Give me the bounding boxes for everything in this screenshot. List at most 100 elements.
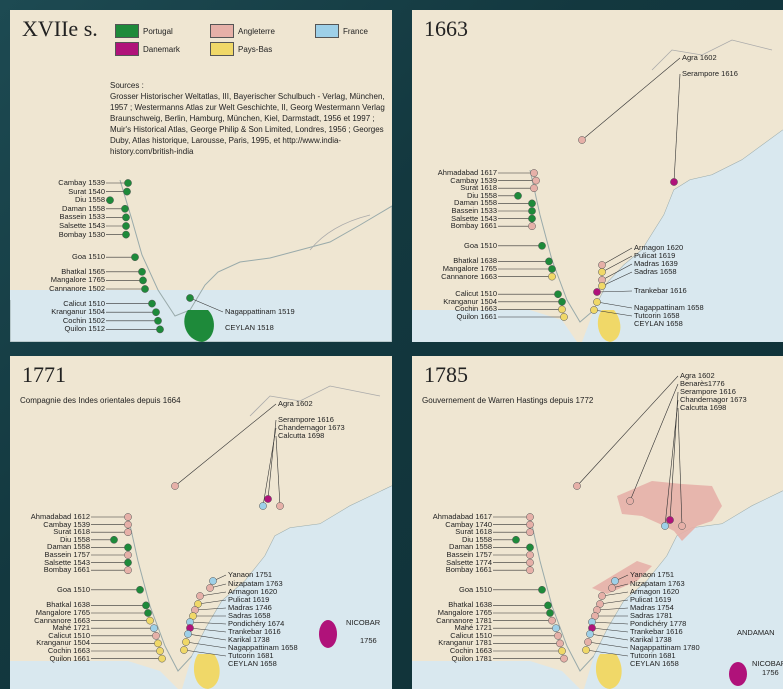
legend-label: Angleterre — [238, 26, 275, 36]
leader-line — [591, 627, 629, 633]
trading-post-marker — [144, 609, 152, 617]
trading-post-marker — [526, 520, 534, 529]
trading-post-marker — [146, 616, 154, 625]
place-label: Mahé 1721 — [454, 623, 492, 633]
map-panel-3-graphic — [10, 385, 392, 689]
leader-line — [183, 649, 227, 657]
trading-post-marker — [538, 585, 546, 594]
trading-post-marker — [512, 535, 520, 544]
place-label: Chandernagor 1673 — [680, 395, 747, 404]
place-label: Calicut 1510 — [455, 289, 497, 299]
leader-line — [664, 399, 679, 527]
place-label: Cochin 1663 — [454, 304, 497, 314]
nicobar-year: 1756 — [762, 668, 779, 677]
trading-post-marker — [670, 178, 678, 186]
place-label: Pulicat 1619 — [630, 595, 672, 604]
trading-post-marker — [152, 631, 160, 640]
place-label: Yanaon 1751 — [228, 570, 273, 579]
trading-post-marker — [526, 558, 534, 567]
trading-post-marker — [110, 535, 118, 544]
trading-post-marker — [122, 222, 130, 230]
place-label: Goa 1510 — [464, 240, 497, 250]
trading-post-marker — [526, 566, 534, 575]
trading-post-marker — [548, 616, 556, 625]
ceylan-shape — [184, 310, 214, 342]
trading-post-marker — [593, 298, 601, 306]
leader-line — [601, 591, 629, 597]
place-label: Ahmadabad 1617 — [432, 512, 492, 521]
trading-post-marker — [590, 306, 598, 314]
leader-line — [599, 599, 629, 605]
trading-post-marker — [558, 305, 566, 314]
legend-swatch — [210, 24, 234, 38]
trading-post-marker — [554, 631, 562, 640]
place-label: Cannanore 1663 — [34, 615, 90, 625]
trading-post-marker — [122, 213, 130, 222]
trading-post-marker — [678, 522, 686, 530]
place-label: Agra 1602 — [278, 399, 313, 408]
place-label: Quilon 1512 — [64, 324, 105, 334]
place-label: Bassein 1533 — [59, 212, 105, 222]
trading-post-marker — [528, 222, 536, 231]
sources: Sources : Grosser Historischer Weltatlas… — [110, 80, 392, 157]
trading-post-marker — [180, 646, 188, 654]
leader-line — [596, 290, 633, 293]
place-label: Sadras 1781 — [630, 611, 673, 620]
trading-post-marker — [124, 179, 132, 187]
place-label: Bassein 1757 — [44, 550, 90, 559]
leader-line — [262, 427, 277, 507]
place-label: Pondichéry 1778 — [630, 619, 687, 628]
trading-post-marker — [138, 267, 146, 276]
place-label: Calicut 1510 — [450, 630, 492, 640]
place-label: Madras 1746 — [228, 603, 272, 612]
place-label: Nizapatam 1763 — [630, 579, 685, 588]
trading-post-marker — [528, 199, 536, 208]
place-label: CEYLAN 1658 — [228, 659, 277, 668]
place-label: Yanaon 1751 — [630, 570, 675, 579]
trading-post-marker — [124, 551, 132, 559]
trading-post-marker — [558, 297, 566, 306]
trading-post-marker — [530, 184, 538, 193]
place-label: Trankebar 1616 — [630, 627, 683, 636]
ceylan-shape — [193, 654, 220, 689]
map-panel-1785: 1785 Gouvernement de Warren Hastings dep… — [412, 356, 783, 689]
place-label: Kranganur 1781 — [438, 638, 492, 648]
trading-post-marker — [276, 502, 284, 510]
trading-post-marker — [546, 609, 554, 617]
legend-angleterre: Angleterre — [210, 24, 275, 38]
leader-line — [267, 419, 277, 500]
leader-line — [185, 641, 227, 649]
trading-post-marker — [598, 282, 606, 290]
place-label: Serampore 1616 — [680, 387, 736, 396]
place-label: Karikal 1738 — [630, 635, 672, 644]
trading-post-marker — [152, 308, 160, 317]
trading-post-marker — [148, 299, 156, 308]
trading-post-marker — [139, 276, 147, 285]
trading-post-marker — [123, 187, 131, 196]
place-label: Chandernagor 1673 — [278, 423, 345, 432]
place-label: Diu 1558 — [461, 534, 492, 544]
map-panel-4-graphic — [412, 375, 783, 689]
trading-post-marker — [582, 646, 590, 654]
nicobar-year: 1756 — [360, 636, 377, 645]
place-label: Tutcorin 1658 — [634, 311, 680, 320]
place-label: Nizapatam 1763 — [228, 579, 283, 588]
trading-post-marker — [548, 265, 556, 273]
leader-line — [585, 649, 629, 657]
leader-line — [593, 309, 633, 317]
trading-post-marker — [526, 528, 534, 537]
trading-post-marker — [121, 204, 129, 213]
place-label: Daman 1558 — [454, 198, 497, 208]
trading-post-marker — [548, 272, 556, 281]
place-label: Calcutta 1698 — [278, 431, 325, 440]
trading-post-marker — [608, 584, 616, 592]
panel-title: XVIIe s. — [22, 16, 98, 41]
place-label: Trankebar 1616 — [634, 286, 687, 295]
place-label: Kranganur 1504 — [51, 307, 105, 317]
trading-post-marker — [209, 577, 217, 585]
leader-line — [591, 621, 629, 625]
trading-post-marker — [584, 638, 592, 646]
place-label: Quilon 1661 — [456, 312, 497, 321]
panel-title: 1663 — [424, 16, 468, 41]
panel-subtitle: Gouvernement de Warren Hastings depuis 1… — [422, 396, 594, 405]
